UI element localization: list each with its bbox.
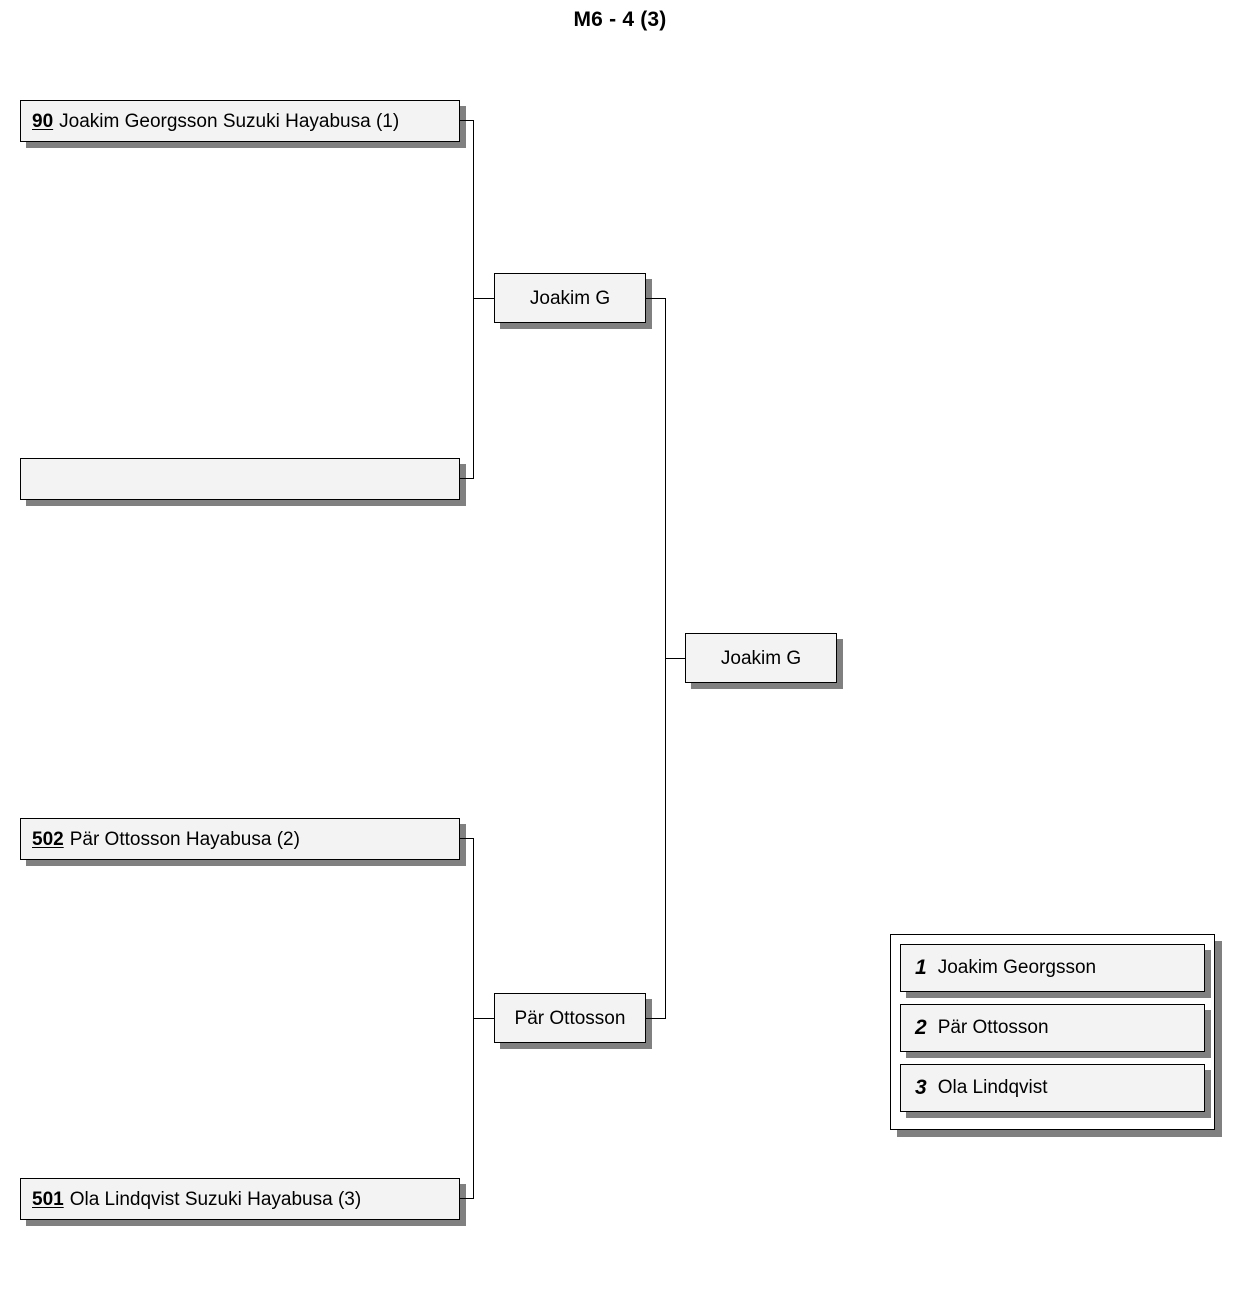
result-row[interactable]: 2 Pär Ottosson bbox=[900, 1004, 1205, 1052]
bracket-slot-r1-2-empty[interactable] bbox=[20, 458, 460, 500]
bracket-slot-r1-1[interactable]: 90 Joakim Georgsson Suzuki Hayabusa (1) bbox=[20, 100, 460, 142]
bracket-slot-r1-3[interactable]: 502 Pär Ottosson Hayabusa (2) bbox=[20, 818, 460, 860]
competitor-number: 501 bbox=[32, 1188, 64, 1210]
competitor-number: 502 bbox=[32, 828, 64, 850]
bracket-slot-r2-1[interactable]: Joakim G bbox=[494, 273, 646, 323]
connector-to-r2-2 bbox=[473, 1018, 495, 1019]
competitor-name: Joakim G bbox=[529, 287, 611, 309]
result-rank: 3 bbox=[915, 1076, 927, 1099]
competitor-name: Pär Ottosson Hayabusa (2) bbox=[69, 828, 300, 850]
result-row[interactable]: 3 Ola Lindqvist bbox=[900, 1064, 1205, 1112]
bracket-slot-final[interactable]: Joakim G bbox=[685, 633, 837, 683]
connector-r1-4-stub bbox=[460, 1198, 474, 1199]
connector-r2-1-stub bbox=[646, 298, 666, 299]
result-name: Ola Lindqvist bbox=[937, 1077, 1048, 1098]
bracket-slot-r2-2[interactable]: Pär Ottosson bbox=[494, 993, 646, 1043]
results-panel: 1 Joakim Georgsson 2 Pär Ottosson 3 Ola … bbox=[890, 934, 1215, 1130]
competitor-name: Ola Lindqvist Suzuki Hayabusa (3) bbox=[69, 1188, 362, 1210]
competitor-name: Joakim G bbox=[720, 647, 802, 669]
connector-to-final bbox=[665, 658, 686, 659]
bracket-slot-r1-4[interactable]: 501 Ola Lindqvist Suzuki Hayabusa (3) bbox=[20, 1178, 460, 1220]
competitor-name: Joakim Georgsson Suzuki Hayabusa (1) bbox=[59, 110, 400, 132]
connector-to-r2-1 bbox=[473, 298, 495, 299]
connector-r1-1-stub bbox=[460, 120, 474, 121]
page-title: M6 - 4 (3) bbox=[573, 8, 667, 31]
competitor-number: 90 bbox=[32, 110, 54, 132]
competitor-name: Pär Ottosson bbox=[514, 1007, 626, 1029]
result-row[interactable]: 1 Joakim Georgsson bbox=[900, 944, 1205, 992]
result-name: Pär Ottosson bbox=[937, 1017, 1049, 1038]
connector-r1-3-stub bbox=[460, 838, 474, 839]
result-rank: 2 bbox=[915, 1016, 927, 1039]
connector-r1-2-stub bbox=[460, 478, 474, 479]
connector-upper-vertical bbox=[473, 120, 474, 479]
result-rank: 1 bbox=[915, 956, 927, 979]
result-name: Joakim Georgsson bbox=[937, 957, 1097, 978]
connector-r2-2-stub bbox=[646, 1018, 666, 1019]
